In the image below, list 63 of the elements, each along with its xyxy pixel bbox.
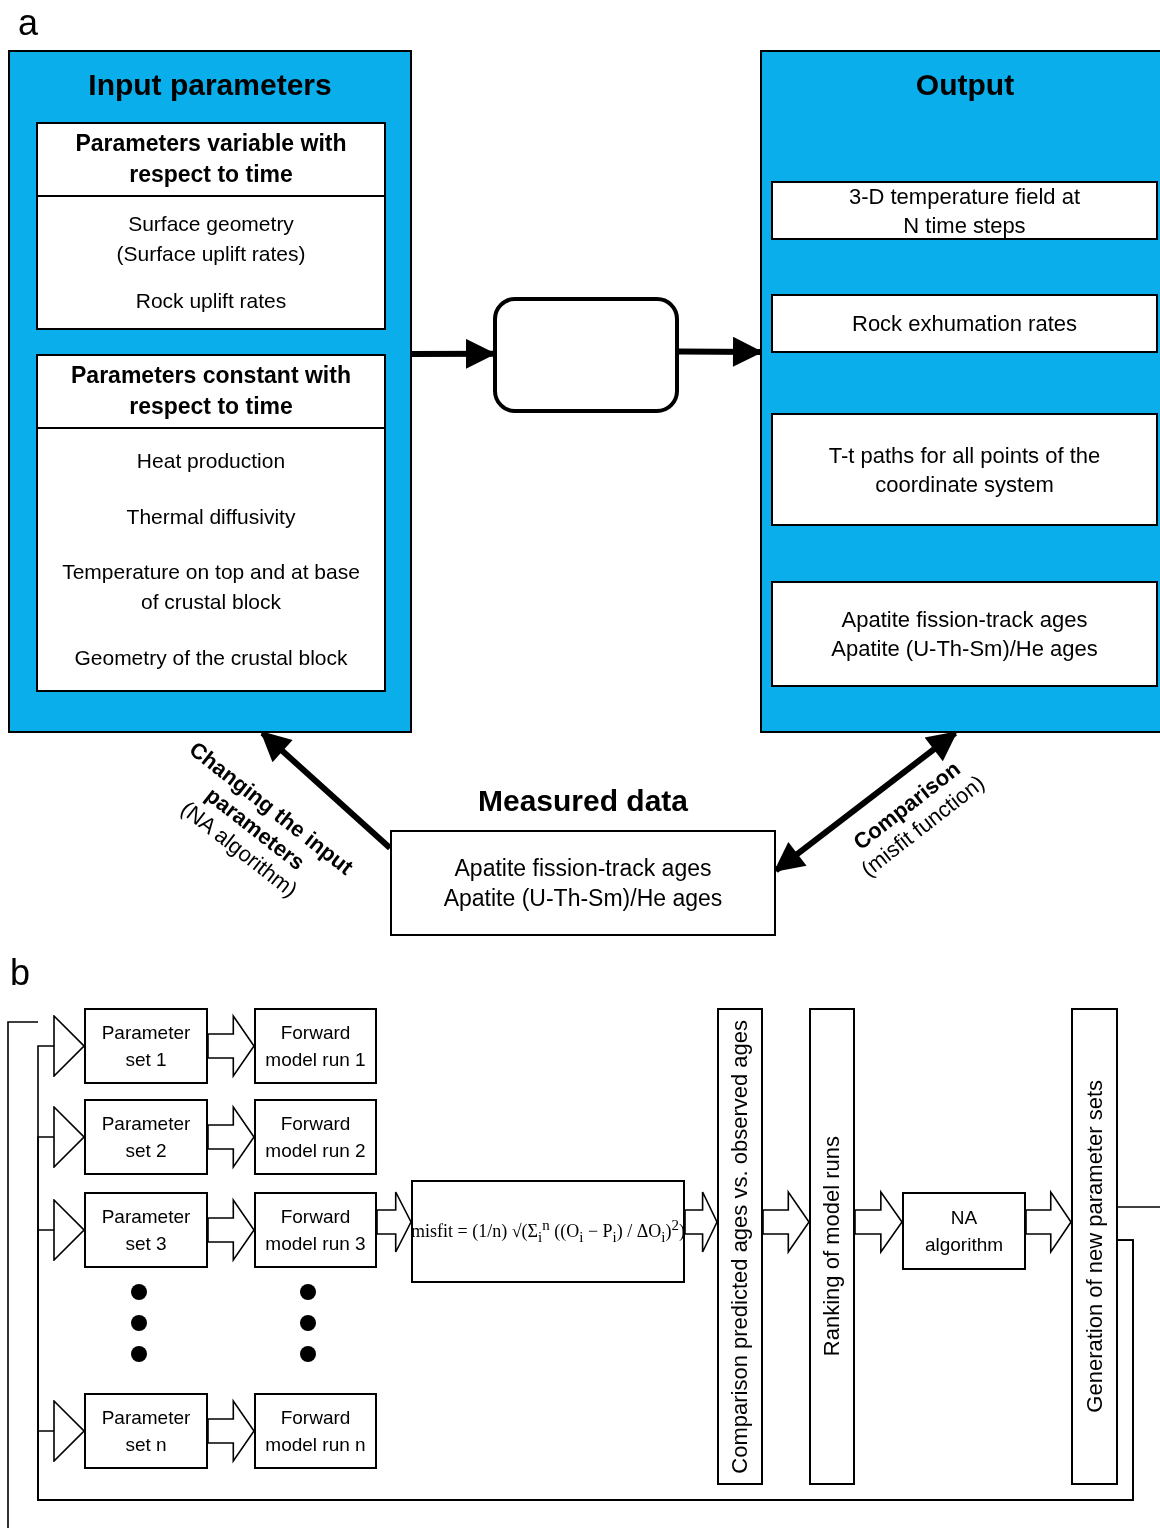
step-box	[254, 1192, 377, 1268]
box-label: Parameter set 3	[100, 1205, 192, 1256]
panel-letter: b	[10, 952, 31, 994]
step-box	[254, 1393, 377, 1469]
box-label: Generation of new parameter sets	[1081, 1080, 1108, 1413]
hollow-arrow	[684, 1191, 718, 1253]
parameter-box	[36, 354, 386, 692]
hollow-arrow	[207, 1013, 255, 1079]
group-panel	[760, 50, 1160, 733]
box-label: Comparison predicted ages vs. observed ages	[727, 1019, 753, 1474]
panel-letter: a	[18, 2, 39, 44]
box-label: NA algorithm	[923, 1206, 1005, 1257]
step-box	[84, 1008, 208, 1084]
hollow-arrow	[854, 1189, 903, 1255]
step-box	[84, 1192, 208, 1268]
output-box	[771, 581, 1158, 687]
box-label: Apatite fission-track ages	[841, 606, 1088, 634]
list-item: Surface geometry (Surface uplift rates)	[115, 211, 307, 268]
step-box	[84, 1393, 208, 1469]
box-label: Forward model run 2	[264, 1112, 367, 1163]
box-heading: Parameters constant with respect to time	[38, 356, 384, 429]
list-item: Rock uplift rates	[135, 287, 287, 314]
box-label: T-t paths for all points of the coordinate system	[827, 441, 1102, 499]
list-item: Thermal diffusivity	[126, 503, 296, 530]
hollow-arrow	[207, 1398, 255, 1464]
formula-box	[411, 1180, 685, 1283]
step-box	[902, 1192, 1026, 1270]
box-label: Parameter set 1	[100, 1021, 192, 1072]
box-label: Apatite (U-Th-Sm)/He ages	[831, 635, 1098, 663]
step-box	[254, 1099, 377, 1175]
list-item: Heat production	[136, 447, 286, 474]
output-box	[771, 413, 1158, 526]
panel-title: Output	[914, 68, 1016, 102]
group-panel	[8, 50, 412, 733]
hollow-arrow	[762, 1189, 810, 1255]
list-item: Temperature on top and at base of crustal block	[61, 559, 361, 616]
box-label: Rock exhumation rates	[852, 310, 1077, 338]
box-label: Apatite fission-track ages	[454, 854, 712, 883]
step-box	[1071, 1008, 1118, 1485]
hollow-arrow	[207, 1197, 255, 1263]
box-label: 3-D temperature field at N time steps	[847, 182, 1082, 240]
process-box	[493, 297, 679, 413]
box-label: Forward model run 3	[264, 1205, 367, 1256]
step-box	[254, 1008, 377, 1084]
box-label: Parameter set n	[100, 1406, 192, 1457]
box-label: Ranking of model runs	[819, 1136, 845, 1357]
box-label: Forward model run 1	[264, 1021, 367, 1072]
panel-title: Input parameters	[87, 68, 333, 102]
hollow-arrow	[1025, 1189, 1072, 1255]
parameter-box	[36, 122, 386, 330]
step-box	[717, 1008, 763, 1485]
box-heading: Parameters variable with respect to time	[38, 124, 384, 197]
box-label: Parameter set 2	[100, 1112, 192, 1163]
output-box	[771, 294, 1158, 353]
hollow-arrow	[207, 1104, 255, 1170]
hollow-arrow	[376, 1191, 412, 1253]
box-heading: Measured data	[476, 784, 690, 818]
list-item: Geometry of the crustal block	[74, 645, 348, 672]
step-box	[84, 1099, 208, 1175]
box-label: Apatite (U-Th-Sm)/He ages	[443, 884, 723, 913]
output-box	[771, 181, 1158, 240]
box-label: Forward model run n	[264, 1406, 367, 1457]
step-box	[809, 1008, 855, 1485]
